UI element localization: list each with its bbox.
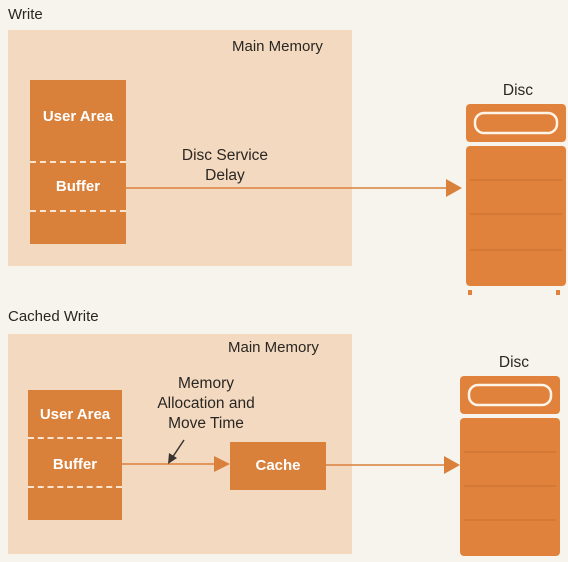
arrow-label-line-2: Delay [205, 167, 245, 184]
arrow-label-line-1: Memory [178, 375, 234, 392]
main-memory-label-write: Main Memory [232, 38, 323, 55]
cached-write-title: Cached Write [8, 308, 99, 325]
divider-dash [30, 161, 126, 163]
cache-block: Cache [230, 442, 326, 490]
arrow-label-line-3: Move Time [168, 415, 244, 432]
arrow-label-line-1: Disc Service [181, 147, 269, 164]
memory-stack-cached: User Area Buffer [28, 390, 122, 520]
disc-drive-icon [460, 376, 560, 556]
buffer-label-cached: Buffer [52, 456, 98, 473]
divider-dash [28, 437, 122, 439]
memory-stack-write: User Area Buffer [30, 80, 126, 244]
disc-service-delay-label: Disc Service Delay [155, 146, 295, 186]
disc-label-write: Disc [502, 82, 534, 99]
label-pointer-arrow [168, 439, 185, 464]
arrow-cache-to-disc [326, 456, 460, 474]
divider-dash [28, 486, 122, 488]
divider-dash [30, 210, 126, 212]
user-area-label-cached: User Area [39, 406, 111, 423]
buffer-label-write: Buffer [55, 178, 101, 195]
cache-label: Cache [255, 457, 301, 474]
main-memory-label-cached: Main Memory [228, 339, 319, 356]
write-title: Write [8, 6, 43, 23]
memory-allocation-label: Memory Allocation and Move Time [136, 374, 276, 434]
arrow-buffer-to-disc-write [126, 179, 462, 197]
user-area-label-write: User Area [42, 108, 114, 125]
disc-drive-icon [466, 104, 566, 295]
disc-label-cached: Disc [498, 354, 530, 371]
arrow-label-line-2: Allocation and [157, 395, 255, 412]
